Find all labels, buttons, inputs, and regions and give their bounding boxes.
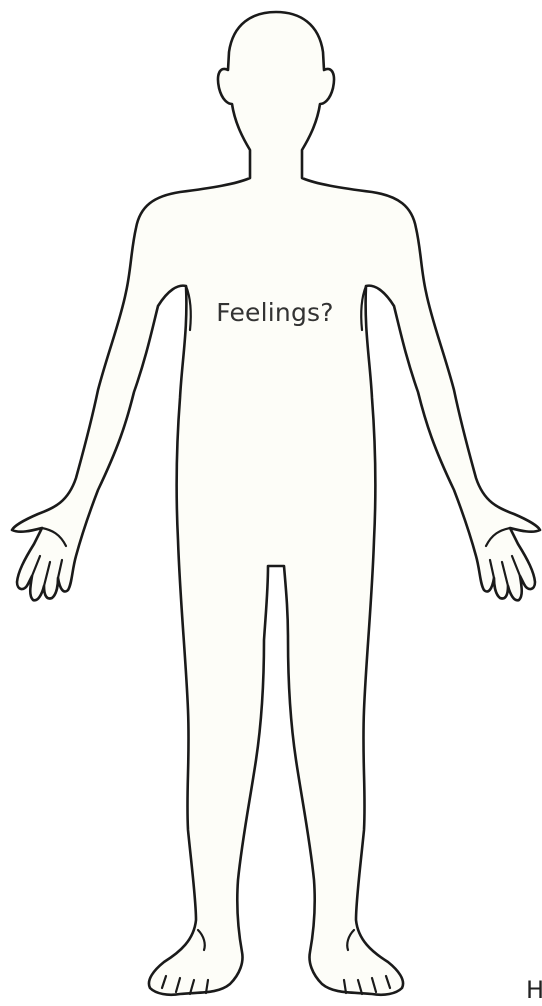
corner-text-fragment: H bbox=[526, 976, 542, 1004]
feelings-label: Feelings? bbox=[180, 298, 370, 327]
body-silhouette bbox=[12, 12, 540, 995]
